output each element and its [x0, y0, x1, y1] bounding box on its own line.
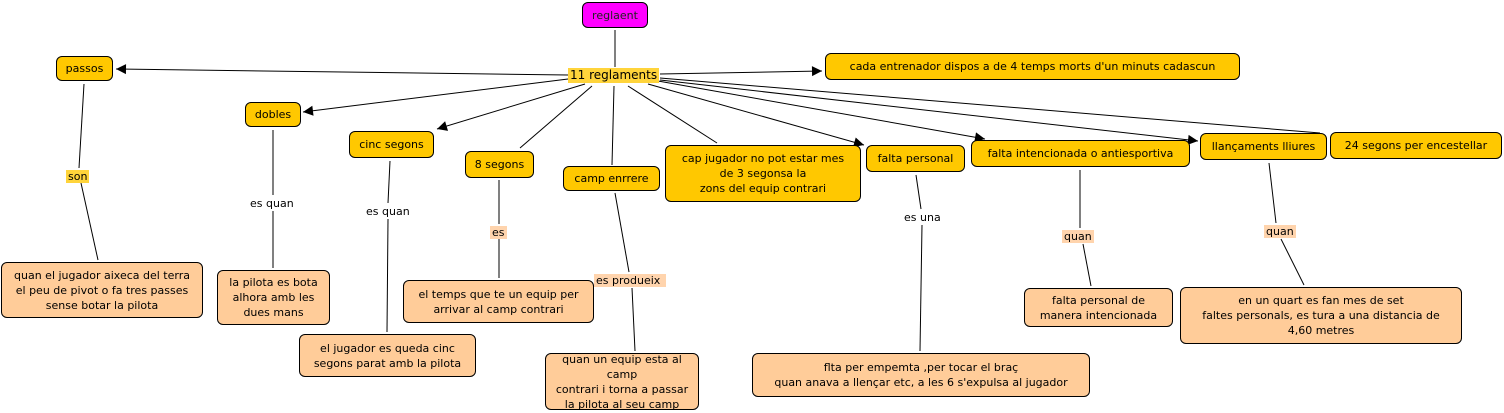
connector-line [659, 79, 1199, 142]
arrowhead-icon [853, 137, 864, 148]
connector-line [631, 287, 636, 352]
detail-dobles[interactable]: la pilota es bota alhora amb les dues ma… [217, 270, 330, 325]
concept-falta-intencionada[interactable]: falta intencionada o antiesportiva [971, 140, 1190, 167]
connector-line [386, 218, 389, 333]
concept-8-segons[interactable]: 8 segons [465, 151, 534, 178]
arrowhead-icon [1187, 134, 1198, 145]
concept-cinc-segons[interactable]: cinc segons [349, 131, 434, 158]
concept-falta-personal[interactable]: falta personal [866, 145, 965, 172]
connector-line [614, 192, 630, 273]
connector-line [659, 70, 823, 75]
detail-camp-enrrere[interactable]: quan un equip esta al camp contrari i to… [545, 353, 699, 411]
link-es-quan-dobles: es quan [248, 197, 296, 210]
link-es-quan-cinc: es quan [364, 205, 412, 218]
concept-24-segons[interactable]: 24 segons per encestellar [1330, 132, 1502, 159]
connector-line [1082, 243, 1092, 287]
arrowhead-icon [116, 64, 127, 75]
arrowhead-icon [437, 121, 449, 131]
root-node[interactable]: reglaent [582, 2, 648, 28]
detail-falta-intencionada[interactable]: falta personal de manera intencionada [1024, 288, 1173, 327]
connector-line [627, 85, 718, 144]
connector-line [659, 77, 1321, 134]
detail-passos[interactable]: quan el jugador aixeca del terra el peu … [1, 262, 203, 318]
detail-8-segons[interactable]: el temps que te un equip per arrivar al … [403, 280, 594, 323]
link-es-produeix: es produeix [594, 274, 667, 287]
connector-line [919, 224, 923, 352]
link-son: son [66, 170, 90, 183]
link-es: es [490, 226, 507, 239]
concept-temps-morts[interactable]: cada entrenador dispos a de 4 temps mort… [825, 53, 1240, 80]
connector-line [519, 85, 593, 149]
concept-cap-jugador[interactable]: cap jugador no pot estar mes de 3 segons… [665, 145, 861, 202]
connector-line [387, 160, 391, 204]
connector-line [80, 182, 99, 261]
connector-line [78, 83, 85, 169]
connector-line [611, 85, 615, 166]
arrowhead-icon [974, 132, 985, 143]
connector-line [657, 80, 986, 140]
detail-llancaments[interactable]: en un quart es fan mes de set faltes per… [1180, 287, 1462, 344]
arrowhead-icon [811, 66, 822, 77]
detail-falta-personal[interactable]: flta per empemta ,per tocar el braç quan… [752, 353, 1090, 397]
connector-line [647, 83, 865, 146]
connector-line [115, 68, 569, 76]
arrowhead-icon [303, 105, 314, 116]
link-quan-llanc: quan [1264, 225, 1296, 238]
link-quan-falta: quan [1062, 230, 1094, 243]
link-es-una: es una [902, 211, 943, 224]
connector-line [302, 78, 569, 113]
concept-passos[interactable]: passos [56, 56, 113, 81]
connector-line [1280, 238, 1305, 286]
hub-node[interactable]: 11 reglaments [568, 68, 660, 83]
connector-line [915, 174, 922, 210]
concept-dobles[interactable]: dobles [245, 102, 301, 127]
detail-cinc-segons[interactable]: el jugador es queda cinc segons parat am… [299, 334, 476, 377]
concept-camp-enrrere[interactable]: camp enrrere [563, 166, 660, 191]
connector-line [436, 83, 586, 130]
connector-line [1268, 162, 1277, 224]
concept-llancaments-lliures[interactable]: llançaments lliures [1200, 133, 1327, 160]
